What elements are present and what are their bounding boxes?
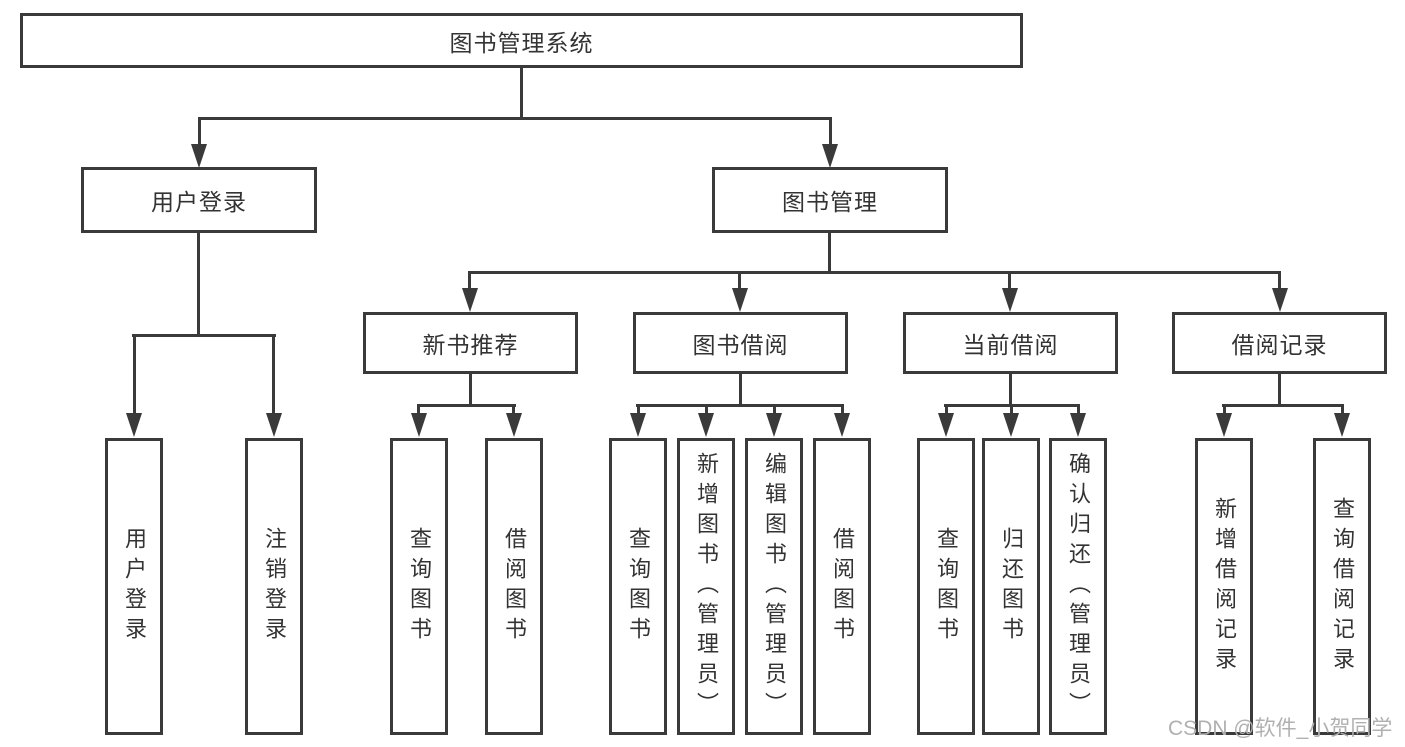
node-book-management-label: 图书管理 <box>782 189 878 215</box>
node-book-borrow: 图书借阅 <box>633 312 848 374</box>
connector-user-login-stub <box>197 233 200 336</box>
leaf-label: 确认归还（管理员） <box>1066 451 1091 722</box>
connector-drop-borrow-records <box>1278 274 1281 288</box>
connector-drop-user-login <box>198 120 201 146</box>
connector-stub <box>1009 374 1012 407</box>
connector-bus <box>944 404 1080 407</box>
connector-drop-leaf <box>512 407 515 415</box>
connector-drop-new-book <box>468 274 471 288</box>
leaf-query-books-borrow: 查询图书 <box>609 438 667 735</box>
arrow-down-icon <box>1070 413 1086 437</box>
leaf-label: 借阅图书 <box>502 526 527 647</box>
leaf-confirm-return-admin: 确认归还（管理员） <box>1049 438 1107 735</box>
node-new-book-recommend-label: 新书推荐 <box>422 332 519 358</box>
leaf-label: 查询图书 <box>407 526 432 647</box>
arrow-down-icon <box>630 413 646 437</box>
connector-drop-leaf <box>945 407 948 415</box>
node-user-login-label: 用户登录 <box>151 189 247 215</box>
arrow-down-icon <box>1334 413 1350 437</box>
connector-drop-leaf <box>773 407 776 415</box>
connector-bus <box>1222 404 1344 407</box>
connector-drop-current-borrow <box>1008 274 1011 288</box>
node-book-management: 图书管理 <box>712 167 948 233</box>
leaf-label: 注销登录 <box>262 526 287 647</box>
connector-drop-leaf <box>705 407 708 415</box>
connector-stub <box>739 374 742 407</box>
arrow-down-icon <box>766 413 782 437</box>
connector-user-login-bus <box>132 334 276 337</box>
connector-drop-leaf <box>841 407 844 415</box>
arrow-down-icon <box>1002 288 1018 312</box>
connector-drop-leaf <box>1223 407 1226 415</box>
arrow-down-icon <box>1003 413 1019 437</box>
arrow-down-icon <box>506 413 522 437</box>
leaf-label: 查询图书 <box>626 526 651 647</box>
arrow-down-icon <box>698 413 714 437</box>
connector-book-management-bus <box>468 271 1281 274</box>
arrow-down-icon <box>834 413 850 437</box>
connector-drop-leaf <box>417 407 420 415</box>
leaf-user-login: 用户登录 <box>105 438 163 735</box>
arrow-down-icon <box>822 144 838 168</box>
connector-root-stub <box>520 68 523 120</box>
arrow-down-icon <box>1216 413 1232 437</box>
leaf-label: 新增借阅记录 <box>1212 496 1237 677</box>
connector-bus <box>636 404 844 407</box>
arrow-down-icon <box>411 413 427 437</box>
leaf-add-borrow-record: 新增借阅记录 <box>1195 438 1253 735</box>
leaf-label: 查询图书 <box>934 526 959 647</box>
connector-drop-leaf <box>1341 407 1344 415</box>
leaf-borrow-books: 借阅图书 <box>813 438 871 735</box>
leaf-label: 编辑图书（管理员） <box>762 451 787 722</box>
connector-book-management-stub <box>828 233 831 274</box>
csdn-watermark: CSDN @软件_小贺同学 <box>1168 717 1393 740</box>
connector-stub <box>1278 374 1281 407</box>
connector-drop-book-borrow <box>738 274 741 288</box>
leaf-logout: 注销登录 <box>245 438 303 735</box>
node-new-book-recommend: 新书推荐 <box>363 312 578 374</box>
connector-drop-book-management <box>829 120 832 146</box>
connector-root-bus <box>198 117 832 120</box>
arrow-down-icon <box>266 413 282 437</box>
arrow-down-icon <box>938 413 954 437</box>
leaf-add-books-admin: 新增图书（管理员） <box>677 438 735 735</box>
leaf-query-books-current: 查询图书 <box>917 438 975 735</box>
connector-drop-leaf <box>272 337 275 413</box>
connector-drop-leaf <box>1010 407 1013 415</box>
leaf-edit-books-admin: 编辑图书（管理员） <box>745 438 803 735</box>
node-current-borrow: 当前借阅 <box>903 312 1118 374</box>
connector-drop-leaf <box>1077 407 1080 415</box>
node-borrow-records: 借阅记录 <box>1172 312 1387 374</box>
arrow-down-icon <box>126 413 142 437</box>
connector-stub <box>469 374 472 407</box>
leaf-return-books: 归还图书 <box>982 438 1040 735</box>
leaf-label: 用户登录 <box>122 526 147 647</box>
leaf-label: 查询借阅记录 <box>1330 496 1355 677</box>
arrow-down-icon <box>191 144 207 168</box>
node-library-system-label: 图书管理系统 <box>449 29 594 56</box>
leaf-query-borrow-record: 查询借阅记录 <box>1313 438 1371 735</box>
connector-drop-leaf <box>133 337 136 413</box>
node-library-system: 图书管理系统 <box>20 13 1023 68</box>
node-borrow-records-label: 借阅记录 <box>1231 332 1328 358</box>
leaf-label: 归还图书 <box>999 526 1024 647</box>
leaf-borrow-books-recommend: 借阅图书 <box>485 438 543 735</box>
connector-drop-leaf <box>637 407 640 415</box>
node-current-borrow-label: 当前借阅 <box>962 332 1059 358</box>
node-user-login: 用户登录 <box>81 167 317 233</box>
connector-bus <box>417 404 516 407</box>
leaf-label: 新增图书（管理员） <box>694 451 719 722</box>
arrow-down-icon <box>732 288 748 312</box>
leaf-query-books-recommend: 查询图书 <box>390 438 448 735</box>
node-book-borrow-label: 图书借阅 <box>692 332 789 358</box>
arrow-down-icon <box>1272 288 1288 312</box>
arrow-down-icon <box>462 288 478 312</box>
leaf-label: 借阅图书 <box>830 526 855 647</box>
